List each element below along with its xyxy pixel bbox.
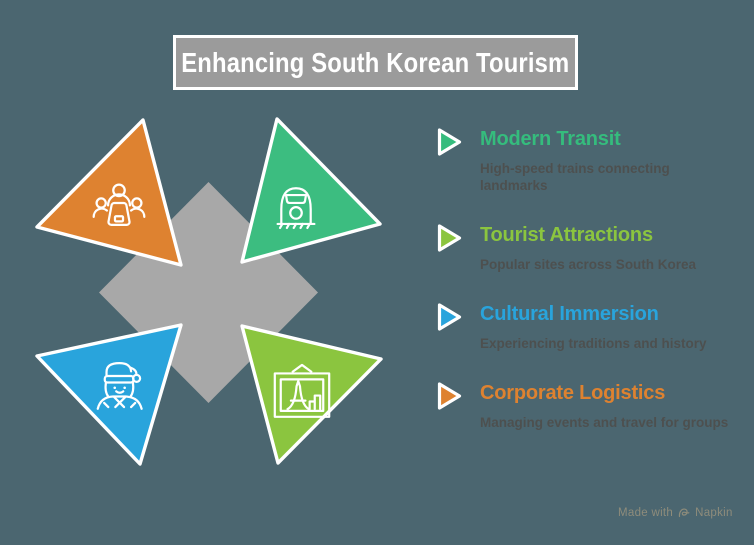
picture-frame-icon	[273, 363, 331, 418]
triangle-bullet-icon	[437, 303, 462, 331]
legend-description: Managing events and travel for groups	[480, 415, 729, 430]
page-title: Enhancing South Korean Tourism	[181, 46, 570, 78]
legend-label: Cultural Immersion	[480, 303, 659, 325]
person-icon	[96, 362, 143, 410]
triangle-bullet-icon	[437, 382, 462, 410]
triangle-modern-transit	[240, 117, 382, 264]
triangle-bullet-icon	[437, 224, 462, 252]
legend: Modern Transit High-speed trains connect…	[437, 126, 737, 459]
watermark-prefix: Made with	[618, 507, 674, 519]
meeting-icon	[92, 183, 146, 226]
napkin-logo-icon	[678, 508, 690, 518]
legend-description: Popular sites across South Korea	[480, 257, 697, 272]
legend-description: Experiencing traditions and history	[480, 336, 707, 351]
legend-item-tourist-attractions: Tourist Attractions Popular sites across…	[437, 222, 737, 273]
legend-item-corporate-logistics: Corporate Logistics Managing events and …	[437, 380, 737, 431]
legend-label: Modern Transit	[480, 128, 621, 150]
legend-label: Corporate Logistics	[480, 382, 666, 404]
watermark-brand: Napkin	[695, 507, 733, 519]
triangle-cultural-immersion	[35, 323, 183, 466]
legend-label: Tourist Attractions	[480, 224, 653, 246]
triangle-bullet-icon	[437, 128, 462, 156]
legend-description: High-speed trains connecting landmarks	[480, 161, 670, 193]
triangle-corporate-logistics	[35, 118, 183, 267]
watermark: Made with Napkin	[618, 507, 733, 519]
title-box: Enhancing South Korean Tourism	[173, 35, 578, 90]
legend-item-modern-transit: Modern Transit High-speed trains connect…	[437, 126, 737, 194]
legend-item-cultural-immersion: Cultural Immersion Experiencing traditio…	[437, 301, 737, 352]
train-icon	[276, 187, 316, 230]
triangle-tourist-attractions	[240, 324, 383, 465]
